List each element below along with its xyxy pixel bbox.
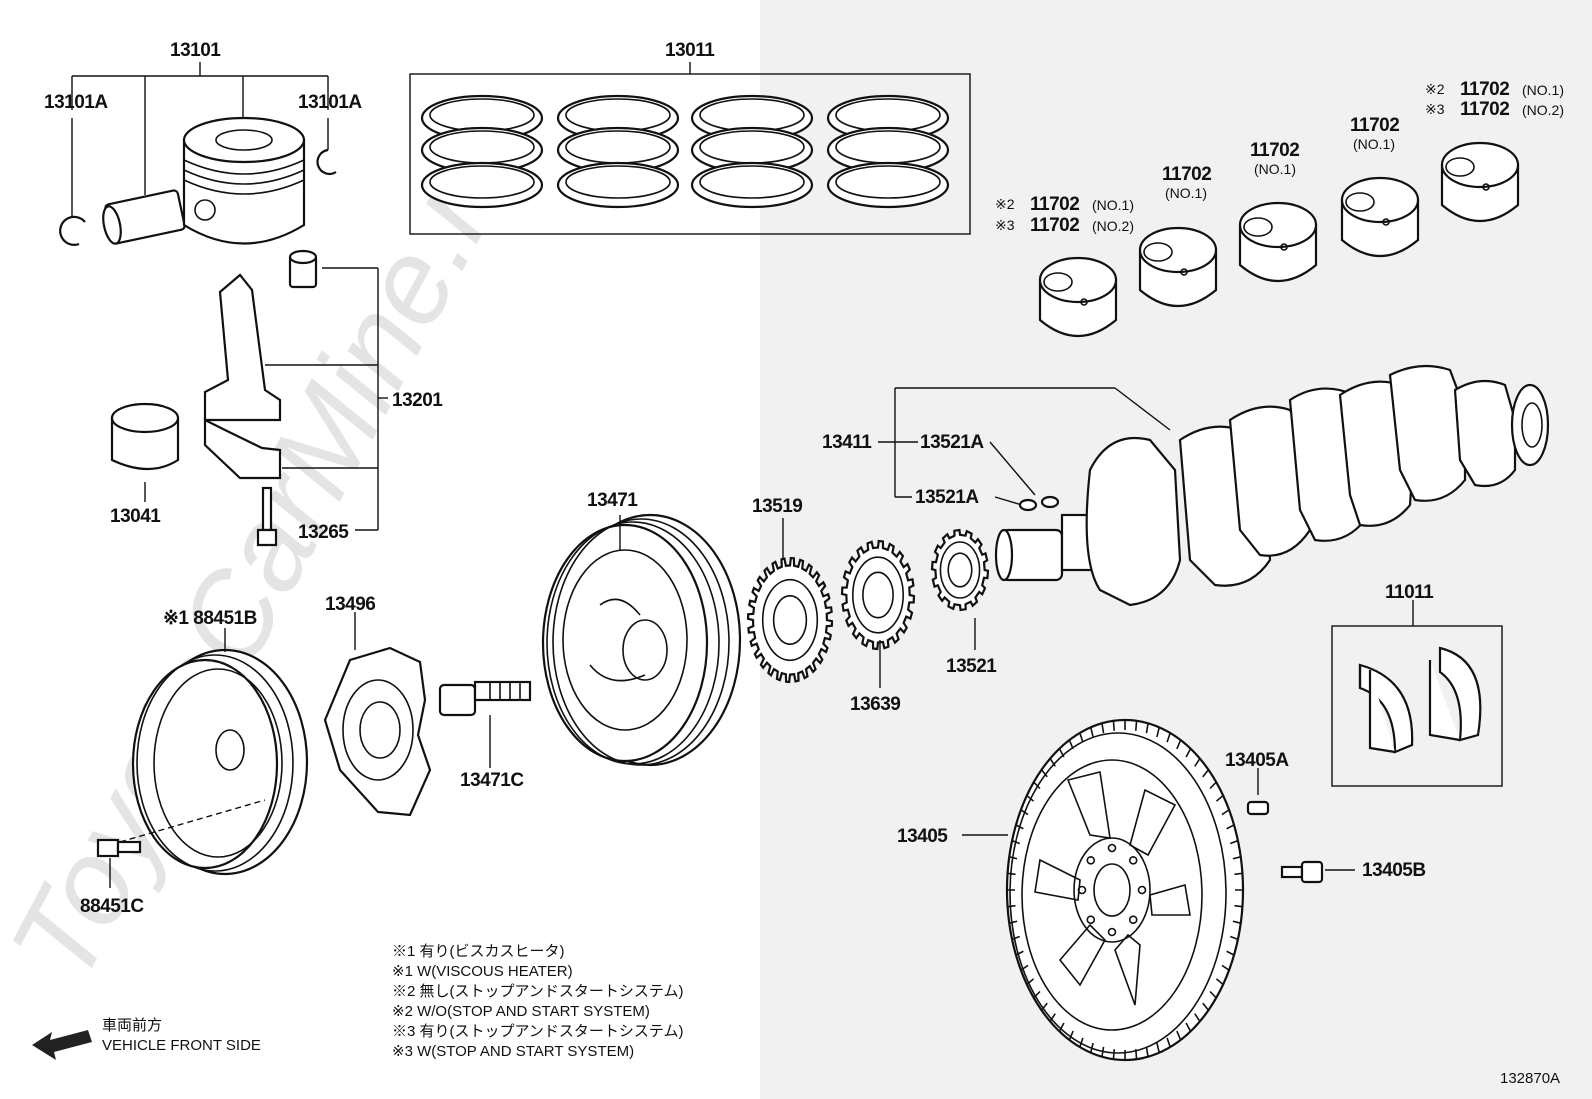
label-13265: 13265 [298, 522, 349, 543]
label-13411: 13411 [822, 432, 872, 453]
bearing2-sub: (NO.1) [1165, 185, 1207, 201]
label-13521a-top: 13521A [920, 432, 984, 453]
piston-pin [102, 189, 186, 245]
crank-bolt-small [96, 799, 266, 858]
bearing1-num-1: 11702 [1030, 194, 1079, 215]
label-13639: 13639 [850, 694, 900, 715]
bearing5-sub-1: (NO.1) [1522, 82, 1564, 98]
label-13405a: 13405A [1225, 750, 1289, 771]
bearing1-note-3: ※3 [995, 217, 1015, 233]
bearing3-num: 11702 [1250, 140, 1299, 161]
bearing4-sub: (NO.1) [1353, 136, 1395, 152]
main-bearing-shell [1340, 176, 1420, 258]
rod-bolt [256, 486, 278, 547]
piston [182, 116, 306, 245]
label-13101a-right: 13101A [298, 92, 362, 113]
main-bearings [1038, 141, 1520, 338]
label-13519: 13519 [752, 496, 802, 517]
main-bearing-shell [1138, 226, 1218, 308]
note-line-2: ※1 W(VISCOUS HEATER) [392, 963, 573, 980]
piston-pin-bushing [288, 249, 318, 289]
flywheel-pin [1246, 768, 1270, 816]
label-13521a-bottom: 13521A [915, 487, 979, 508]
main-bearing-shell [1440, 141, 1520, 223]
label-13405: 13405 [897, 826, 948, 847]
snap-ring-left [59, 215, 86, 246]
pulley-bolt [438, 680, 532, 717]
piston-group [59, 62, 337, 246]
label-13201: 13201 [392, 390, 443, 411]
label-13405b: 13405B [1362, 860, 1426, 881]
piston-ring-set [420, 94, 544, 209]
bearing2-num: 11702 [1162, 164, 1211, 185]
ring-set-group [409, 62, 971, 235]
connecting-rod [203, 273, 282, 422]
label-13101: 13101 [170, 40, 221, 61]
bearing1-sub-2: (NO.2) [1092, 218, 1134, 234]
crankshaft [878, 364, 1550, 607]
connecting-rod-group [110, 249, 388, 547]
viscous-pulley [131, 648, 309, 876]
bearing5-sub-2: (NO.2) [1522, 102, 1564, 118]
piston-ring-set [556, 94, 680, 209]
label-13471: 13471 [587, 490, 638, 511]
direction-label-jp: 車両前方 [102, 1017, 162, 1034]
snap-ring-right [316, 148, 337, 175]
flywheel-bolt [1280, 860, 1355, 884]
rod-bearing [110, 402, 180, 470]
label-13101a-left: 13101A [44, 92, 108, 113]
label-13471c: 13471C [460, 770, 524, 791]
bearing1-sub-1: (NO.1) [1092, 197, 1134, 213]
note-line-1: ※1 有り(ビスカスヒータ) [392, 943, 565, 960]
main-bearing-shell [1038, 256, 1118, 338]
direction-label-en: VEHICLE FRONT SIDE [102, 1037, 261, 1054]
crank-gear-13519 [746, 556, 834, 684]
bearing5-num-2: 11702 [1460, 99, 1509, 120]
bearing3-sub: (NO.1) [1254, 161, 1296, 177]
label-13011: 13011 [665, 40, 715, 61]
rod-cap [203, 418, 282, 480]
bearing4-num: 11702 [1350, 115, 1399, 136]
bearing1-num-2: 11702 [1030, 215, 1079, 236]
bearing5-note-3: ※3 [1425, 101, 1445, 117]
note-line-5: ※3 有り(ストップアンドスタートシステム) [392, 1023, 683, 1040]
label-88451c: 88451C [80, 896, 144, 917]
piston-ring-set [690, 94, 814, 209]
label-13041: 13041 [110, 506, 161, 527]
flywheel [1005, 718, 1245, 1062]
timing-sprocket-13639 [840, 539, 916, 651]
bearing1-note-2: ※2 [995, 196, 1015, 212]
piston-ring-set [826, 94, 950, 209]
bearing5-num-1: 11702 [1460, 79, 1509, 100]
main-bearing-shell [1238, 201, 1318, 283]
note-line-3: ※2 無し(ストップアンドスタートシステム) [392, 983, 683, 1000]
thrust-washer-group [1331, 600, 1503, 787]
pulley-plate [323, 646, 432, 817]
label-13496: 13496 [325, 594, 375, 615]
front-arrow-icon [32, 1030, 92, 1060]
timing-gear-13521 [930, 528, 990, 612]
note-line-6: ※3 W(STOP AND START SYSTEM) [392, 1043, 634, 1060]
label-11011: 11011 [1385, 582, 1434, 603]
label-88451b: ※1 88451B [163, 608, 257, 629]
bearing5-note-2: ※2 [1425, 81, 1445, 97]
label-13521: 13521 [946, 656, 997, 677]
note-line-4: ※2 W/O(STOP AND START SYSTEM) [392, 1003, 650, 1020]
crankshaft-pulley [541, 513, 742, 767]
diagram-id: 132870A [1500, 1070, 1560, 1087]
